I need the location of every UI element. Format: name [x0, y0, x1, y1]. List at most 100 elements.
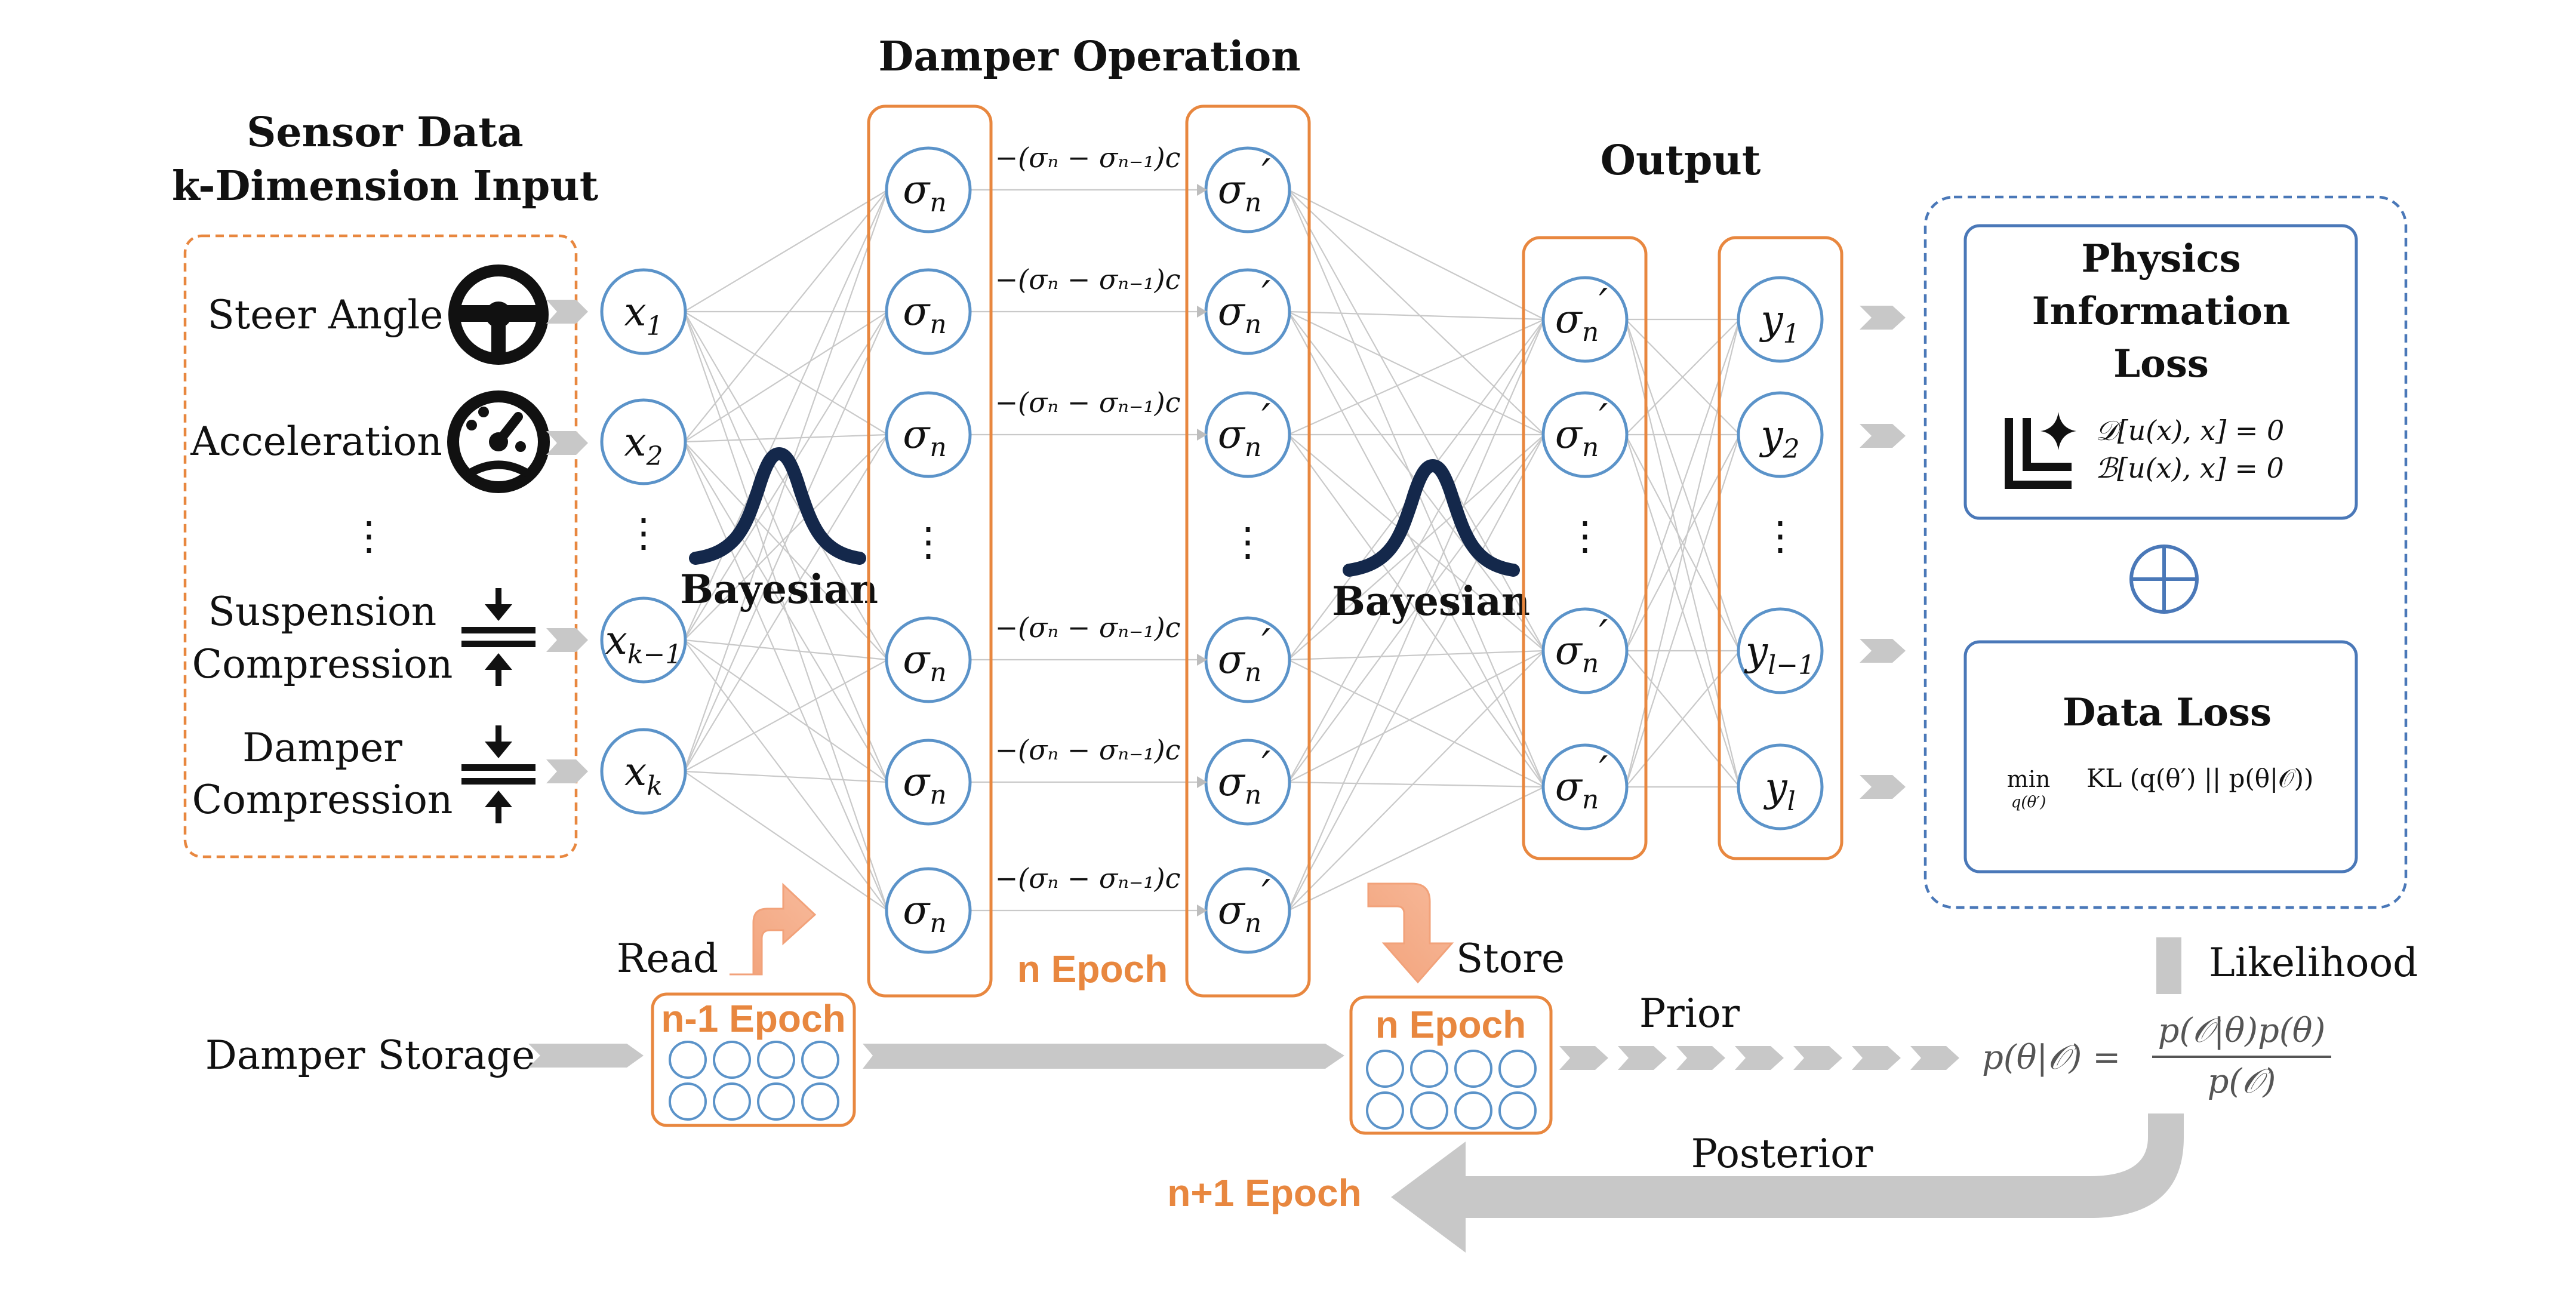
input-arrow-3	[546, 628, 588, 652]
sensor-input-box	[183, 234, 578, 859]
conn-input-sigma-22	[684, 770, 888, 783]
damper-formula-5: −(σₙ − σₙ₋₁)c	[995, 862, 1181, 894]
n-epoch-cell-0	[1366, 1050, 1404, 1088]
conn-sigma-output-4	[1288, 310, 1545, 321]
conn-input-sigma-10	[684, 441, 888, 783]
conn-sigma-output-21	[1288, 434, 1545, 911]
n-minus-1-epoch-box	[651, 992, 856, 1127]
physics-loss-title-line1: Physics	[2081, 236, 2240, 281]
conn-input-sigma-13	[684, 311, 888, 641]
damper-formula-3: −(σₙ − σₙ₋₁)c	[995, 611, 1181, 644]
output-sigma-vdots: ⋮	[1565, 513, 1605, 559]
physics-sparkle-icon	[2005, 412, 2076, 489]
storage-arrow-1	[528, 1044, 644, 1068]
store-arrow	[1367, 882, 1454, 984]
damper-operation-title: Damper Operation	[878, 33, 1300, 81]
prior-arrows	[1559, 1046, 1959, 1070]
read-label: Read	[617, 936, 718, 982]
conn-sigma-output-19	[1288, 781, 1545, 788]
sigma-node-3: σn	[885, 616, 972, 703]
conn-input-sigma-6	[684, 189, 888, 442]
output-sigma-prime-node-1: σn′	[1541, 391, 1629, 478]
n-epoch-cell-5	[1410, 1091, 1448, 1130]
output-sigma-prime-node-3: σn′	[1541, 743, 1629, 830]
physics-equation-1: 𝒟[u(x), x] = 0	[2095, 414, 2284, 447]
svg-text:xk−1: xk−1	[605, 617, 682, 670]
conn-input-sigma-23	[684, 771, 888, 911]
conn-sigma-output-17	[1288, 434, 1545, 783]
n-epoch-cell-1	[1410, 1050, 1448, 1088]
formula-arrowhead-2	[1197, 429, 1207, 441]
sigma-column-box	[867, 104, 993, 998]
output-sigma-prime-node-0: σn′	[1541, 276, 1629, 363]
sigma-prime-node-5: σn′	[1204, 867, 1291, 954]
svg-text:σn′: σn′	[1218, 872, 1270, 939]
svg-text:σn′: σn′	[1218, 151, 1270, 218]
conn-sigma-output-13	[1288, 434, 1545, 660]
physics-loss-title-line2: Information	[2032, 289, 2291, 334]
storage-arrow-2	[863, 1044, 1344, 1069]
n-epoch-cells	[1366, 1050, 1537, 1130]
input-label-suspension-line2: Compression	[192, 641, 453, 687]
sigma-prime-node-4: σn′	[1204, 739, 1291, 826]
conn-input-sigma-8	[684, 433, 888, 443]
prior-label: Prior	[1639, 991, 1740, 1036]
input-label-steer-angle: Steer Angle	[208, 292, 444, 338]
svg-text:yl: yl	[1763, 764, 1795, 817]
svg-text:xk: xk	[624, 749, 663, 801]
speedometer-icon	[447, 390, 550, 493]
n-plus-1-epoch-label: n+1 Epoch	[1167, 1171, 1361, 1214]
n-minus-1-epoch-cell-5	[713, 1082, 751, 1121]
conn-input-sigma-19	[683, 311, 889, 772]
conn-sigma-output-18	[1288, 650, 1545, 783]
input-arrow-4	[546, 759, 588, 783]
output-arrows	[1860, 306, 1906, 799]
svg-text:x1: x1	[624, 289, 663, 342]
formula-arrowhead-3	[1197, 654, 1207, 666]
sigma-prime-node-2: σn′	[1204, 391, 1291, 478]
svg-text:σn′: σn′	[1218, 743, 1270, 810]
likelihood-bar	[2156, 937, 2181, 994]
svg-text:y1: y1	[1759, 297, 1799, 349]
sigma-node-4: σn	[885, 739, 972, 826]
output-y-vdots: ⋮	[1761, 513, 1800, 559]
n-epoch-label: n Epoch	[1017, 948, 1168, 991]
input-vdots: ⋮	[349, 513, 389, 559]
conn-sigma-output-7	[1288, 311, 1545, 788]
posterior-label: Posterior	[1691, 1131, 1873, 1177]
conn-input-sigma-11	[683, 441, 889, 911]
conn-input-sigma-3	[684, 311, 888, 660]
svg-text:σn′: σn′	[1218, 396, 1270, 463]
sensor-title-line1: Sensor Data	[247, 109, 523, 156]
likelihood-label: Likelihood	[2209, 940, 2418, 986]
input-label-suspension-line1: Suspension	[208, 589, 437, 635]
damper-formula-4: −(σₙ − σₙ₋₁)c	[995, 734, 1181, 766]
sensor-title-line2: k-Dimension Input	[172, 162, 599, 210]
n-minus-1-epoch-cell-7	[801, 1082, 839, 1121]
output-arrow-3	[1860, 639, 1906, 663]
conn-input-sigma-17	[684, 639, 888, 911]
formula-arrowhead-5	[1197, 905, 1207, 916]
conn-sigma-output-8	[1288, 318, 1545, 436]
prior-arrow-3	[1735, 1046, 1784, 1070]
input-node-x2: x2	[600, 398, 687, 485]
conn-input-sigma-16	[684, 639, 888, 783]
output-arrow-2	[1860, 424, 1906, 448]
svg-text:σn′: σn′	[1555, 612, 1608, 679]
sigma-prime-node-0: σn′	[1204, 146, 1291, 233]
prior-arrow-2	[1676, 1046, 1725, 1070]
input-node-xk1: xk−1	[600, 596, 687, 684]
bayes-lhs: p(θ|𝒪) =	[1982, 1038, 2120, 1077]
input-node-x1: x1	[600, 268, 687, 355]
suspension-compression-icon	[461, 588, 535, 686]
svg-text:σn: σn	[903, 636, 946, 688]
conn-input-sigma-12	[683, 189, 889, 641]
prior-arrow-1	[1618, 1046, 1667, 1070]
svg-text:yl−1: yl−1	[1744, 628, 1815, 681]
output-sigma-prime-node-2: σn′	[1541, 607, 1629, 694]
conn-input-sigma-15	[684, 639, 888, 661]
sigma-node-1: σn	[885, 268, 972, 355]
loss-panel	[1923, 195, 2408, 909]
data-loss-min-subscript: q(θ′)	[2011, 793, 2046, 811]
